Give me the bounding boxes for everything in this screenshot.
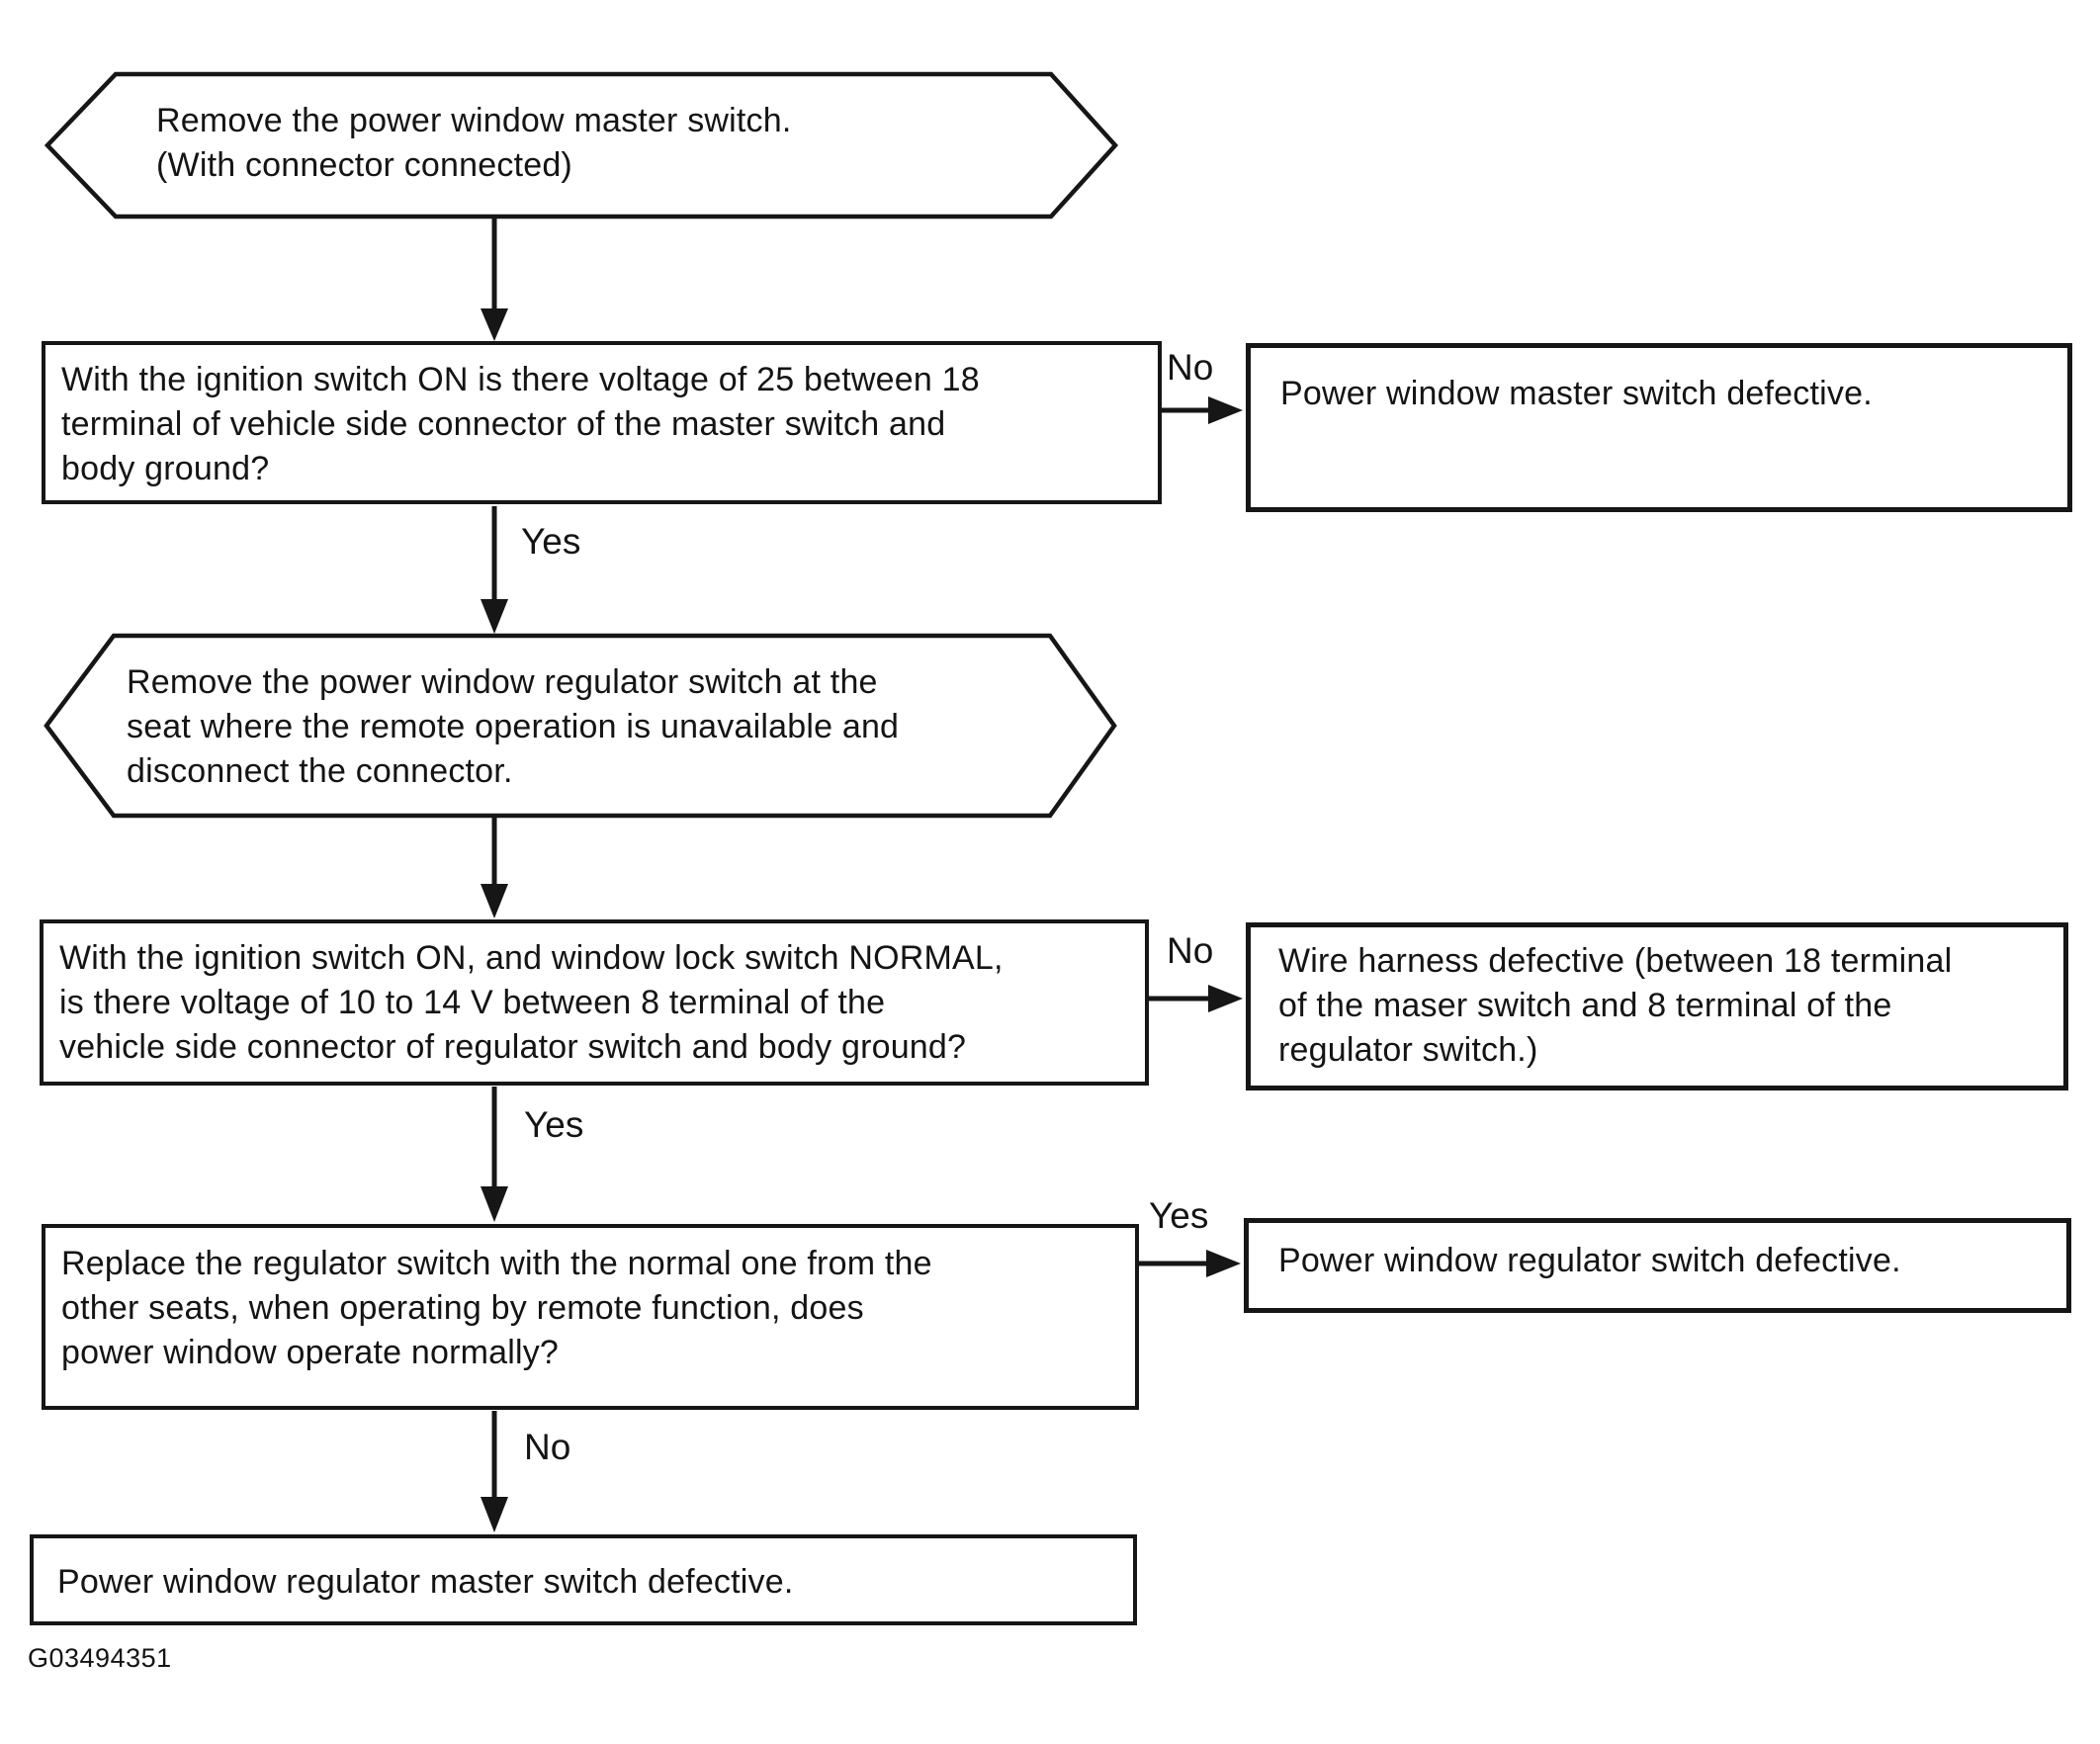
arrowhead-right-icon [1206, 1250, 1241, 1277]
figure-id-label: G03494351 [28, 1643, 172, 1673]
result-master-switch-defective-box: Power window master switch defective. [1246, 343, 2072, 512]
hexagon-start-shape [44, 71, 1119, 219]
edge-label-q2-yes: Yes [524, 1104, 584, 1145]
question-regulator-voltage-box: With the ignition switch ON, and window … [40, 919, 1149, 1086]
question-replace-regulator-box: Replace the regulator switch with the no… [42, 1224, 1139, 1410]
edge-label-q3-no: No [524, 1427, 571, 1467]
arrowhead-down-icon [481, 308, 508, 341]
result-wire-harness-defective-box: Wire harness defective (between 18 termi… [1246, 922, 2068, 1090]
hexagon-regulator-shape [44, 633, 1117, 819]
regulator-hexagon-text: Remove the power window regulator switch… [127, 663, 900, 790]
arrowhead-down-icon [481, 884, 508, 918]
start-hexagon-text: Remove the power window master switch. (… [156, 102, 792, 184]
arrowhead-right-icon [1208, 985, 1243, 1012]
arrowhead-down-icon [481, 1497, 508, 1532]
question-master-voltage-box: With the ignition switch ON is there vol… [42, 341, 1162, 504]
edge-label-q3-yes: Yes [1149, 1195, 1209, 1236]
arrowhead-down-icon [481, 1186, 508, 1222]
edge-label-q1-no: No [1167, 347, 1214, 388]
arrowhead-down-icon [481, 599, 508, 634]
arrowhead-right-icon [1208, 396, 1243, 424]
result-regulator-switch-defective-box: Power window regulator switch defective. [1244, 1218, 2071, 1313]
edge-label-q1-yes: Yes [521, 521, 581, 562]
edge-label-q2-no: No [1167, 930, 1214, 971]
flow-lines [491, 218, 1212, 1501]
result-regulator-master-switch-defective-box: Power window regulator master switch def… [30, 1534, 1137, 1625]
arrowheads [481, 308, 1243, 1532]
